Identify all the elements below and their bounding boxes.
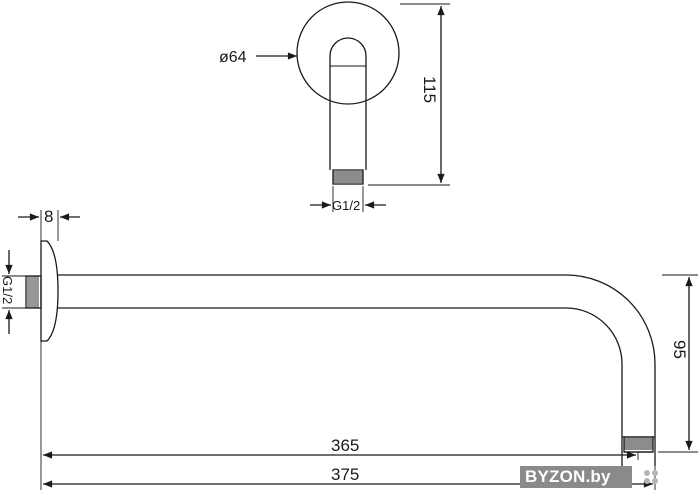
shower-arm <box>58 274 656 466</box>
thickness-label: 8 <box>44 207 53 226</box>
arm-length-label: 365 <box>331 436 359 455</box>
height-label: 115 <box>420 76 439 103</box>
total-length-label: 375 <box>331 465 359 484</box>
watermark-background <box>520 466 632 488</box>
side-thread-label: G1/2 <box>0 276 15 304</box>
top-thread-label: G1/2 <box>332 198 360 213</box>
top-thread <box>332 169 364 185</box>
top-view: ø64 115 G1/2 <box>219 1 450 213</box>
watermark-logo-icon <box>644 470 658 484</box>
watermark-text: BYZON.by <box>525 467 611 486</box>
side-view: 8 G1/2 95 365 375 <box>0 207 698 490</box>
drop-label: 95 <box>670 340 689 359</box>
arm-outline <box>329 37 367 170</box>
wall-flange-circle <box>296 1 400 105</box>
bottom-thread <box>622 436 655 453</box>
diameter-label: ø64 <box>219 49 247 66</box>
side-thread <box>25 275 42 309</box>
side-flange <box>40 240 59 342</box>
